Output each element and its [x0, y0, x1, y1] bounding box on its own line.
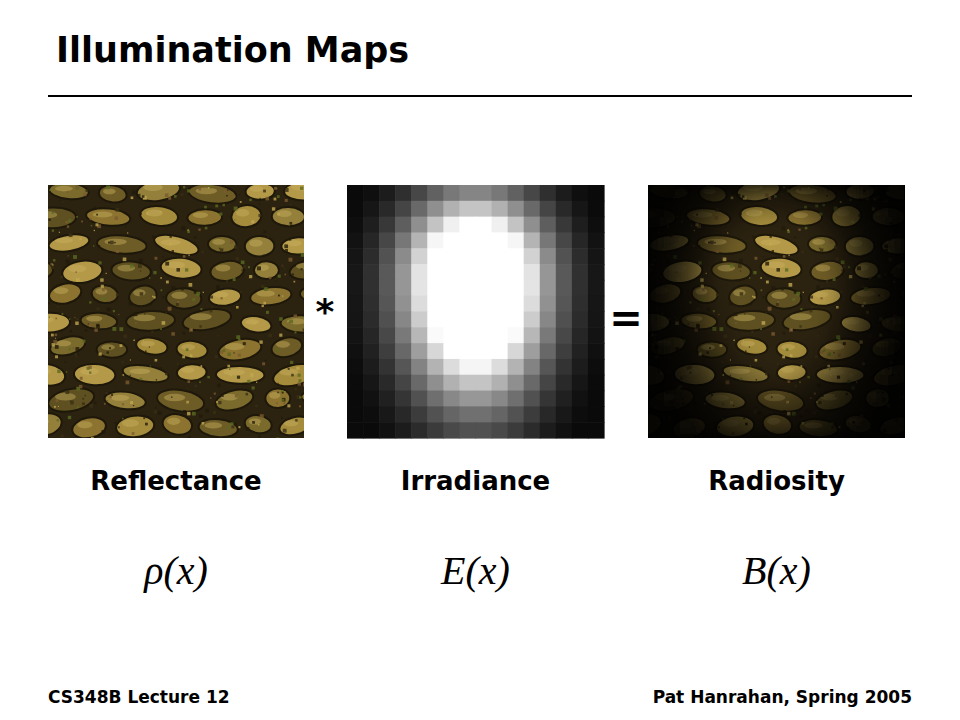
operator-symbol: = [609, 298, 643, 338]
formula: E(x) [347, 547, 604, 595]
formula: ρ(x) [48, 547, 304, 595]
map-panel: Reflectance ρ(x) [48, 185, 304, 595]
footer-text: Pat Hanrahan, Spring 2005 [653, 689, 912, 706]
reflectance-image [27, 177, 370, 467]
formula: B(x) [648, 547, 905, 595]
title-rule [48, 95, 912, 97]
operator-symbol: * [316, 294, 335, 330]
map-panel: RadiosityB(x) [648, 185, 905, 595]
image-label: Radiosity [648, 466, 905, 497]
image-label: Irradiance [347, 466, 604, 497]
irradiance-image [347, 185, 605, 439]
footer-text: CS348B Lecture 12 [48, 689, 230, 706]
image-label: Reflectance [48, 466, 304, 497]
map-panel: IrradianceE(x) [347, 185, 604, 595]
slide-title: Illumination Maps [56, 30, 409, 70]
radiosity-image [627, 177, 960, 467]
